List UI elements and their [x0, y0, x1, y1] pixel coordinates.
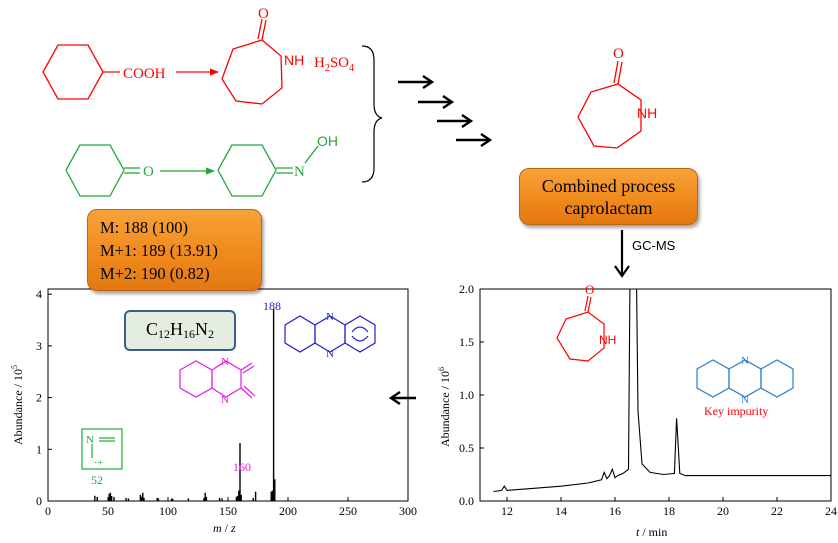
cooh-label: COOH — [123, 66, 166, 82]
gc-x-tick-label: 20 — [717, 504, 729, 518]
ms-x-tick-label: 200 — [279, 504, 297, 518]
fragment-188-structure — [284, 315, 376, 353]
reaction-top — [42, 18, 283, 105]
mass-line-m1: M+1: 189 (13.91) — [100, 240, 218, 260]
gc-y-tick-label: 1.0 — [459, 388, 474, 402]
ms-y-tick-label: 2 — [36, 391, 42, 405]
caprolactam-product — [577, 60, 642, 149]
gcms-arrow — [614, 230, 630, 278]
ms-y-tick-label: 0 — [36, 494, 42, 508]
peak-label-188: 188 — [263, 299, 281, 313]
gc-impurity-structure — [696, 359, 794, 398]
h2so4-label: H2SO4 — [314, 55, 354, 74]
gc-impurity-n2: N — [741, 394, 749, 406]
fragment-52-charge: ·+ — [94, 458, 103, 469]
molecular-formula: C12H16N2 — [145, 319, 214, 341]
product-oxygen: O — [613, 46, 624, 62]
oxime-ring — [217, 144, 277, 197]
ms-x-tick-label: 150 — [219, 504, 237, 518]
gc-x-tick-label: 14 — [555, 504, 567, 518]
ketone-oxygen: O — [143, 164, 154, 180]
ms-x-axis-label: m / z — [213, 521, 236, 535]
gc-x-tick-label: 22 — [771, 504, 783, 518]
ms-y-tick-label: 4 — [36, 287, 42, 301]
ms-y-axis-label: Abundance / 105 — [10, 365, 25, 445]
gc-key-impurity-label: Key impurity — [704, 404, 768, 418]
fragment-160-structure — [179, 360, 256, 399]
molecular-formula-box: C12H16N2 — [124, 310, 236, 351]
curly-brace — [361, 45, 383, 183]
peak-label-52: 52 — [91, 473, 103, 487]
gc-y-tick-label: 0.5 — [459, 441, 474, 455]
combined-process-box: Combined process caprolactam — [519, 168, 698, 225]
gc-y-tick-label: 1.5 — [459, 335, 474, 349]
ms-y-tick-label: 3 — [36, 339, 42, 353]
back-arrow — [388, 391, 416, 405]
fragment-160-n1: N — [221, 356, 229, 368]
oxime-oh: OH — [317, 133, 338, 149]
fragment-52-structure — [81, 428, 123, 470]
gc-y-tick-label: 0.0 — [459, 494, 474, 508]
combined-process-line2: caprolactam — [564, 197, 653, 218]
gc-x-axis-label: t / min — [636, 525, 667, 539]
fragment-188-n1: N — [326, 311, 334, 323]
ms-x-tick-label: 50 — [102, 504, 114, 518]
gc-trace — [493, 288, 831, 493]
top-product-oxygen: O — [258, 6, 269, 22]
gc-x-tick-label: 16 — [609, 504, 621, 518]
gc-y-axis-label: Abundance / 106 — [437, 367, 452, 447]
gc-x-tick-label: 24 — [825, 504, 837, 518]
ms-y-tick-label: 1 — [36, 442, 42, 456]
fragment-188-n2: N — [326, 348, 334, 360]
top-product-nh: NH — [284, 52, 304, 68]
gc-chromatogram-plot: 12 14 16 18 20 22 24 0.0 0.5 1.0 1.5 2.0 — [459, 282, 837, 518]
gc-x-tick-label: 12 — [501, 504, 513, 518]
combined-process-line1: Combined process — [541, 175, 676, 196]
reaction-bottom — [65, 144, 319, 197]
gc-caprolactam-structure — [556, 295, 605, 362]
gc-caprolactam-nh: NH — [599, 333, 616, 347]
cyclohexanone-ring — [65, 144, 125, 197]
gc-y-tick-label: 2.0 — [459, 282, 474, 296]
cyclohexane-ring — [42, 44, 104, 100]
gc-caprolactam-o: O — [585, 282, 594, 297]
gcms-label: GC-MS — [632, 238, 676, 253]
mass-isotope-box: M: 188 (100) M+1: 189 (13.91) M+2: 190 (… — [87, 209, 262, 291]
gc-plot-frame — [479, 288, 832, 502]
ms-x-tick-label: 250 — [339, 504, 357, 518]
gc-x-tick-label: 18 — [663, 504, 675, 518]
process-arrows — [398, 75, 493, 147]
mass-line-m: M: 188 (100) — [100, 217, 188, 237]
ms-x-tick-label: 100 — [159, 504, 177, 518]
ms-spectrum-plot: 0 50 100 150 200 250 300 0 1 2 3 4 — [36, 287, 417, 518]
gc-impurity-n1: N — [741, 355, 749, 367]
product-nh: NH — [637, 105, 657, 121]
ms-x-tick-label: 300 — [399, 504, 417, 518]
fragment-52-n: N — [86, 434, 94, 446]
ms-x-tick-label: 0 — [45, 504, 51, 518]
oxime-nitrogen: N — [294, 164, 305, 180]
peak-label-160: 160 — [233, 460, 251, 474]
fragment-160-n2: N — [221, 394, 229, 406]
mass-line-m2: M+2: 190 (0.82) — [100, 263, 210, 283]
azepane-ring — [221, 39, 283, 105]
